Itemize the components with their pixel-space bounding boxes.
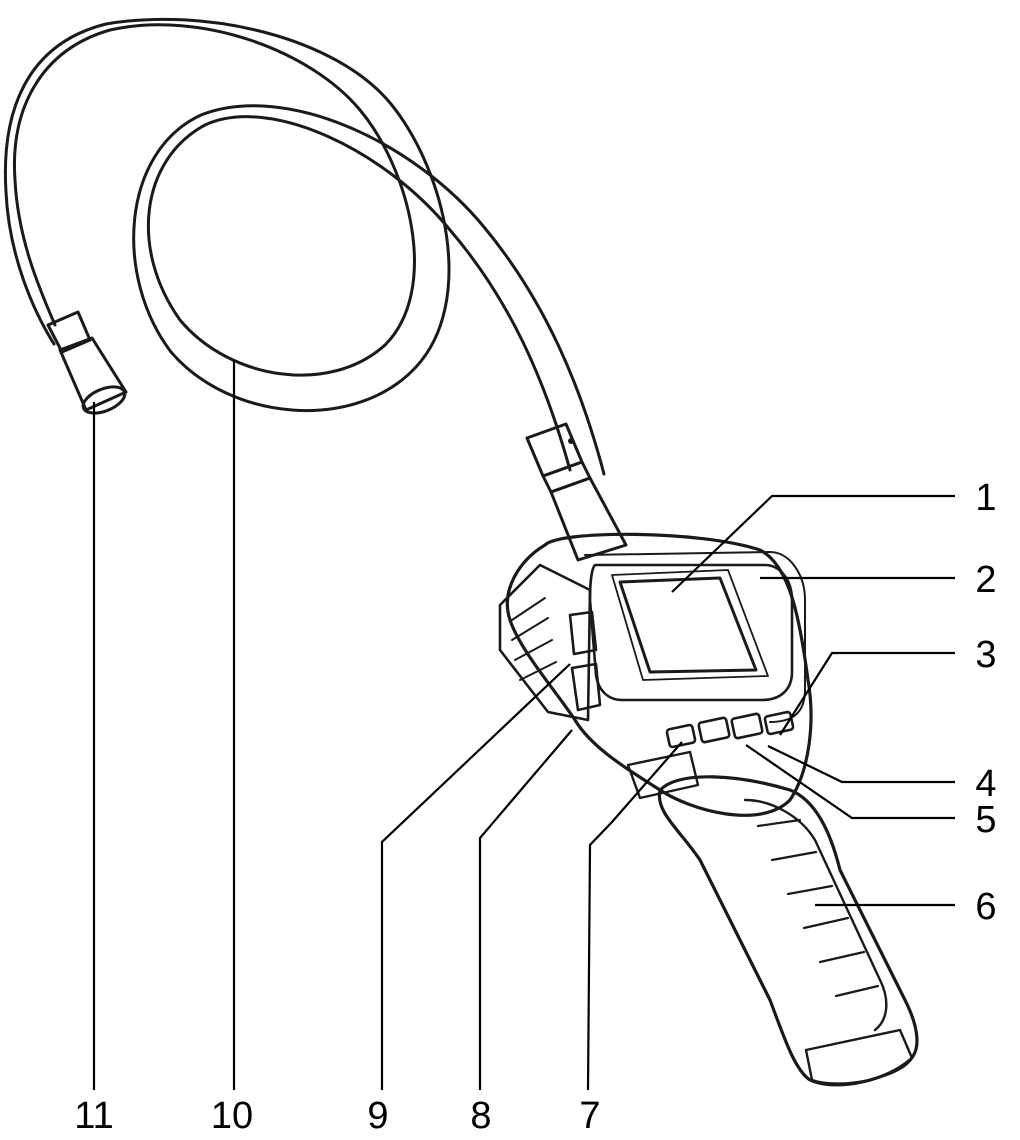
callout-4: 4 xyxy=(975,763,996,805)
side-button-upper xyxy=(568,610,598,656)
callout-10: 10 xyxy=(211,1095,253,1137)
callout-2: 2 xyxy=(975,559,996,601)
button-center-right xyxy=(730,712,764,740)
leader-9 xyxy=(380,663,571,1090)
leader-3 xyxy=(779,651,955,736)
callout-9: 9 xyxy=(367,1095,388,1137)
callout-7: 7 xyxy=(579,1095,600,1137)
callout-11: 11 xyxy=(74,1095,113,1137)
callout-5: 5 xyxy=(975,799,996,841)
leader-lines xyxy=(92,360,955,1091)
side-button-lower xyxy=(570,662,602,712)
button-right xyxy=(763,710,795,736)
lcd-screen xyxy=(611,569,769,681)
leader-1 xyxy=(671,494,955,593)
button-left xyxy=(665,723,697,749)
callout-8: 8 xyxy=(470,1095,491,1137)
callout-6: 6 xyxy=(975,886,996,928)
leader-4 xyxy=(767,745,955,784)
gooseneck-cable xyxy=(3,17,606,476)
device-body xyxy=(498,532,813,817)
camera-head xyxy=(46,310,128,415)
leader-7 xyxy=(586,741,683,1091)
cable-connector xyxy=(525,422,628,562)
callout-1: 1 xyxy=(975,477,996,519)
callout-3: 3 xyxy=(975,634,996,676)
button-center-left xyxy=(697,716,731,744)
leader-5 xyxy=(745,744,955,820)
leader-8 xyxy=(478,729,573,1090)
callout-labels: 1 2 3 4 5 6 7 8 9 10 11 xyxy=(74,477,996,1137)
handle-grip xyxy=(657,775,919,1087)
connector-dot xyxy=(568,438,574,444)
